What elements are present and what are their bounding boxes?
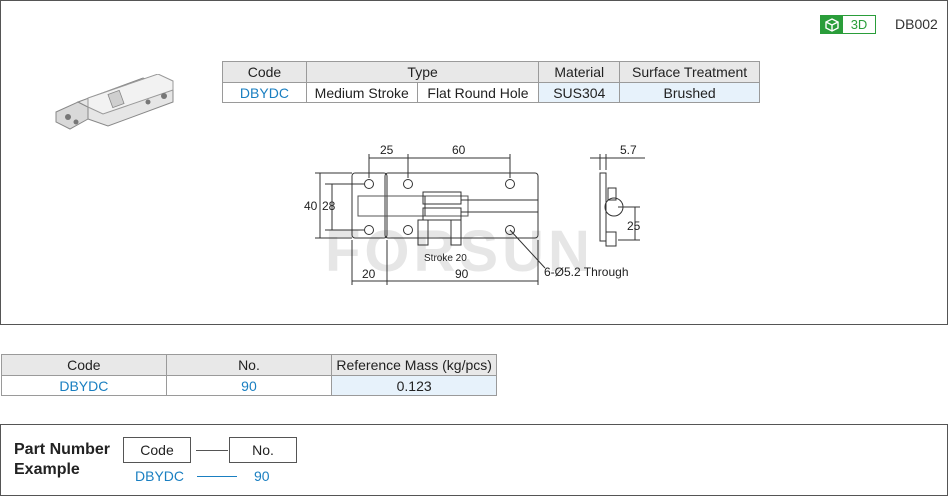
spec-table: Code Type Material Surface Treatment DBY… <box>222 61 760 103</box>
part-number-panel <box>0 424 948 496</box>
header-code: Code <box>222 61 307 83</box>
mass-table: Code No. Reference Mass (kg/pcs) DBYDC 9… <box>1 354 497 396</box>
technical-drawing: 25 60 40 28 20 90 Stroke 20 6-Ø5.2 Throu… <box>304 143 645 285</box>
dim-90: 90 <box>455 267 469 281</box>
title-line-2: Example <box>14 461 80 478</box>
cell-type-hole: Flat Round Hole <box>416 82 540 103</box>
holes-label: 6-Ø5.2 Through <box>544 265 629 279</box>
no-box: No. <box>229 437 297 463</box>
stroke-label: Stroke 20 <box>424 253 467 264</box>
dim-60: 60 <box>452 143 466 157</box>
no-value: 90 <box>254 468 270 484</box>
dim-28: 28 <box>322 199 336 213</box>
mass-cell-mass: 0.123 <box>331 375 497 396</box>
mass-header-code: Code <box>1 354 167 376</box>
header-surface: Surface Treatment <box>619 61 760 83</box>
dim-20: 20 <box>362 267 376 281</box>
cube-icon <box>821 16 843 33</box>
code-box: Code <box>123 437 191 463</box>
value-separator <box>197 476 237 477</box>
3d-label: 3D <box>850 17 868 32</box>
mass-cell-code: DBYDC <box>1 375 167 396</box>
cell-type-stroke: Medium Stroke <box>305 82 418 103</box>
dim-40: 40 <box>304 199 318 213</box>
title-line-1: Part Number <box>14 441 111 458</box>
product-id: DB002 <box>895 16 938 32</box>
separator-dash <box>196 450 228 451</box>
dim-25-side: 25 <box>627 219 641 233</box>
code-value: DBYDC <box>135 468 185 484</box>
product-panel <box>0 0 948 325</box>
mass-cell-no: 90 <box>165 375 333 396</box>
mass-header-mass: Reference Mass (kg/pcs) <box>331 354 497 376</box>
header-type: Type <box>305 61 540 83</box>
cell-surface: Brushed <box>619 82 760 103</box>
cell-code: DBYDC <box>222 82 307 103</box>
mass-header-no: No. <box>165 354 333 376</box>
header-material: Material <box>538 61 621 83</box>
cell-material: SUS304 <box>538 82 621 103</box>
dim-5-7: 5.7 <box>620 143 637 157</box>
dim-25-top: 25 <box>380 143 394 157</box>
watermark: FORSUN <box>325 219 594 284</box>
part-number-title: Part Number Example <box>14 440 110 480</box>
3d-model-button[interactable]: 3D <box>820 15 876 34</box>
product-photo <box>48 73 178 134</box>
